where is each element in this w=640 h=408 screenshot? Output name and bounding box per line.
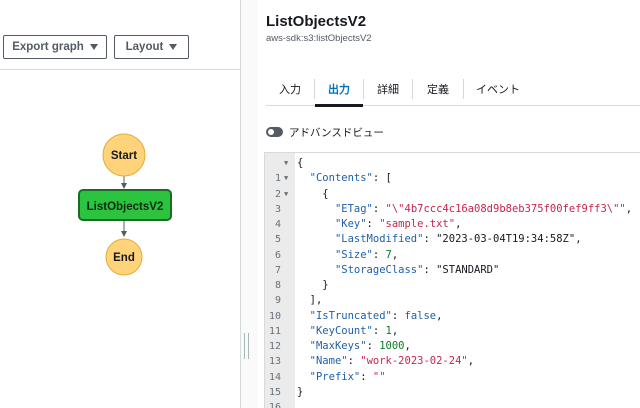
advanced-view-toggle-row[interactable]: アドバンスドビュー [266,124,384,140]
tab-input[interactable]: 入力 [279,84,301,96]
layout-label: Layout [125,41,164,53]
caret-down-icon [169,44,178,50]
state-machine-graph: Start ListObjectsV2 End [0,70,240,408]
tab-separator [314,79,315,99]
code-lines: 1▼ { 2▼ "Contents": [ 3▼ { 4 "ETag": "\"… [265,156,640,408]
tab-definition[interactable]: 定義 [427,84,449,96]
line-gutter [265,153,295,408]
code-line: 9 } [274,279,329,307]
tab-details[interactable]: 詳細 [377,84,399,96]
code-line: 12 "KeyCount": 1, [268,324,399,352]
resize-handle[interactable] [244,333,250,359]
fold-arrow-icon[interactable]: ▼ [284,159,289,167]
code-line: 5 "Key": "sample.txt", [274,218,462,246]
task-node-listobjectsv2[interactable]: ListObjectsV2 [78,189,172,221]
code-line: 13 "MaxKeys": 1000, [268,340,411,368]
export-graph-button[interactable]: Export graph [3,35,107,59]
end-node[interactable]: End [105,238,143,276]
step-title: ListObjectsV2 [266,13,367,30]
code-line: 15 "Prefix": "" [268,370,386,398]
code-line: 1▼ { [274,157,304,185]
tab-separator [463,79,464,99]
tab-separator [363,79,364,99]
code-line: 2▼ "Contents": [ [274,172,392,200]
tab-output[interactable]: 出力 [315,72,363,107]
end-node-label: End [113,252,135,264]
code-line: 3▼ { [274,187,329,215]
code-line: 16 } [268,385,304,408]
graph-panel: Export graph Layout Start ListObjectsV2 [0,0,240,408]
details-tabs: 入力 出力 詳細 定義 イベント [266,72,640,107]
start-node-label: Start [111,150,137,162]
export-graph-label: Export graph [12,41,84,53]
tab-separator [412,79,413,99]
caret-down-icon [89,44,98,50]
fold-arrow-icon[interactable]: ▼ [284,189,289,198]
code-line: 4 "ETag": "\"4b7ccc4c16a08d9b8eb375f00fe… [274,202,633,230]
advanced-view-label: アドバンスドビュー [289,126,384,139]
code-line: 14 "Name": "work-2023-02-24", [268,355,475,383]
layout-button[interactable]: Layout [114,35,189,59]
toggle-switch-icon[interactable] [266,127,283,137]
panel-divider [240,0,258,408]
code-line: 6 "LastModified": "2023-03-04T19:34:58Z"… [274,233,582,261]
tab-events[interactable]: イベント [476,84,520,96]
code-line: 8 "StorageClass": "STANDARD" [274,263,500,291]
graph-canvas: Start ListObjectsV2 End [78,133,172,276]
start-node[interactable]: Start [102,133,146,177]
code-line: 10 ], [268,294,323,322]
task-node-label: ListObjectsV2 [87,201,164,213]
fold-arrow-icon[interactable]: ▼ [284,174,289,183]
step-resource: aws-sdk:s3:listObjectsV2 [266,33,372,44]
graph-toolbar: Export graph Layout [0,0,240,70]
code-line: 7 "Size": 7, [274,248,399,276]
code-line: 11 "IsTruncated": false, [268,309,443,337]
details-panel: ListObjectsV2 aws-sdk:s3:listObjectsV2 入… [258,0,640,408]
json-output-viewer[interactable]: 1▼ { 2▼ "Contents": [ 3▼ { 4 "ETag": "\"… [264,152,640,408]
